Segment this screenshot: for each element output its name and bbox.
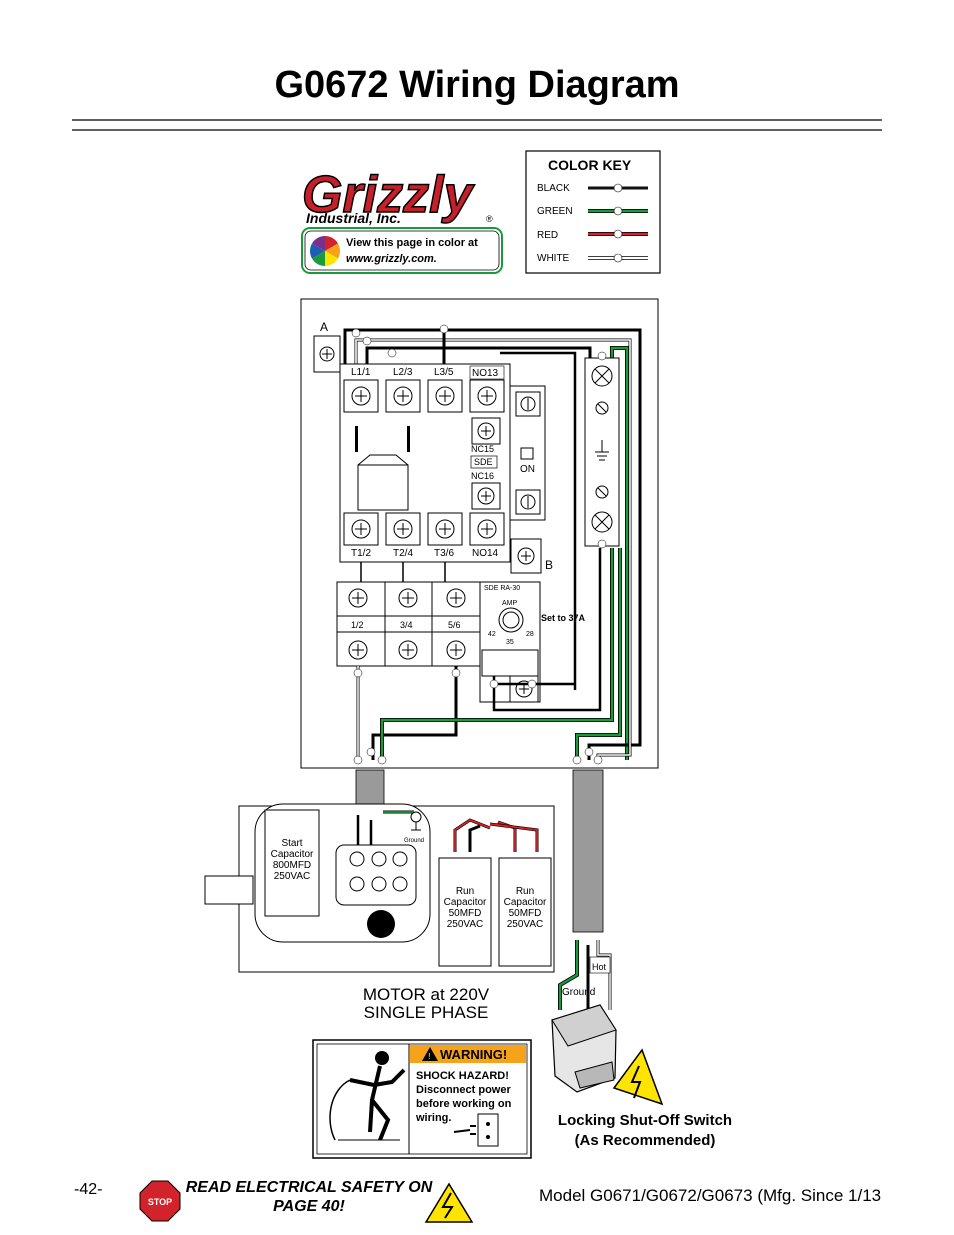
run-cap1-2: Capacitor xyxy=(444,897,487,908)
switch-hot: Hot xyxy=(592,962,607,972)
contactor-sde: SDE xyxy=(474,457,493,467)
motor-caption-2: SINGLE PHASE xyxy=(364,1003,489,1022)
run-cap2-2: Capacitor xyxy=(504,897,547,908)
dial-35: 35 xyxy=(506,639,514,646)
switch-on-label: ON xyxy=(520,464,535,475)
motor-caption-1: MOTOR at 220V xyxy=(363,985,490,1004)
label-a: A xyxy=(320,320,328,334)
stop-sign-text: STOP xyxy=(148,1197,172,1207)
overload-amp: AMP xyxy=(502,600,518,607)
contactor-label-l1: L1/1 xyxy=(351,367,371,378)
contactor-bottom-screws xyxy=(343,512,505,546)
overload-label-3: 5/6 xyxy=(448,620,461,630)
contactor-label-l2: L2/3 xyxy=(393,367,413,378)
grizzly-logo: Grizzly Industrial, Inc. ® View this pag… xyxy=(301,165,503,274)
wire-black-no13 xyxy=(500,351,577,690)
plug-outlet-icon xyxy=(453,1113,499,1147)
start-cap-3: 800MFD xyxy=(273,860,311,871)
switch-ground: Ground xyxy=(562,987,595,998)
logo-company: Industrial, Inc. xyxy=(306,210,401,226)
high-voltage-icon xyxy=(612,1048,664,1106)
dial-28: 28 xyxy=(526,631,534,638)
page-number: -42- xyxy=(74,1181,103,1198)
contactor-label-no13: NO13 xyxy=(472,368,499,379)
contactor-label-t1: T1/2 xyxy=(351,548,371,559)
logo-registered: ® xyxy=(486,214,493,224)
svg-text:!: ! xyxy=(428,1052,431,1061)
warning-label: ! WARNING! SHOCK HAZARD! Disconnect powe… xyxy=(312,1039,532,1159)
warning-line3: before working on xyxy=(416,1098,512,1110)
logo-brand: Grizzly xyxy=(302,166,476,224)
stop-sign-icon: STOP xyxy=(139,1180,181,1222)
contactor-label-t2: T2/4 xyxy=(393,548,413,559)
color-key-label-red: RED xyxy=(537,230,558,241)
start-cap-2: Capacitor xyxy=(271,849,314,860)
motor-ground: Ground xyxy=(404,838,424,844)
color-key-title: COLOR KEY xyxy=(548,157,632,173)
view-color-box xyxy=(301,227,503,274)
contactor-nc16: NC16 xyxy=(471,471,494,481)
wire-black-motor xyxy=(371,666,458,760)
color-key: COLOR KEY BLACK GREEN RED WHITE xyxy=(525,150,661,274)
view-color-line2: www.grizzly.com. xyxy=(346,253,437,265)
footer-high-voltage-icon xyxy=(424,1182,474,1223)
switch-caption-1: Locking Shut-Off Switch xyxy=(558,1112,732,1129)
color-key-label-white: WHITE xyxy=(537,253,570,264)
switch-cable xyxy=(572,769,604,933)
contactor-top-screws xyxy=(343,379,505,413)
contactor-label-t3: T3/6 xyxy=(434,548,454,559)
overload-label-2: 3/4 xyxy=(400,620,413,630)
run-cap2-1: Run xyxy=(516,886,534,897)
start-cap-4: 250VAC xyxy=(274,871,311,882)
color-wheel-icon xyxy=(309,236,341,266)
contactor-nc15: NC15 xyxy=(471,444,494,454)
run-cap2-4: 250VAC xyxy=(507,919,544,930)
wire-green-motor xyxy=(380,548,614,760)
overload-model: SDE RA-30 xyxy=(484,585,520,592)
label-b: B xyxy=(545,558,553,572)
safety-reminder: READ ELECTRICAL SAFETY ON PAGE 40! xyxy=(185,1179,433,1215)
wire-white-top xyxy=(355,339,631,550)
run-cap1-1: Run xyxy=(456,886,474,897)
motor-cable xyxy=(355,769,385,808)
wire-green-ground xyxy=(610,346,629,760)
set-to: Set to 37A xyxy=(541,613,586,623)
shock-figure-icon xyxy=(329,1051,406,1141)
color-key-label-green: GREEN xyxy=(537,206,573,217)
contactor-label-no14: NO14 xyxy=(472,548,499,559)
dial-42: 42 xyxy=(488,631,496,638)
shut-off-switch: Hot Ground Locking Shut-Off Switch (As R… xyxy=(551,940,732,1149)
run-cap1-3: 50MFD xyxy=(449,908,482,919)
warning-line1: SHOCK HAZARD! xyxy=(416,1070,509,1082)
control-box: A L1/1 L2/3 L3/5 NO13 NC15 SDE NC16 xyxy=(300,298,659,769)
overload-label-1: 1/2 xyxy=(351,620,364,630)
model-text: Model G0671/G0672/G0673 (Mfg. Since 1/13 xyxy=(539,1186,882,1205)
view-color-line1: View this page in color at xyxy=(346,237,478,249)
switch-caption-2: (As Recommended) xyxy=(575,1132,716,1149)
warning-line4: wiring. xyxy=(415,1112,451,1124)
run-cap2-3: 50MFD xyxy=(509,908,542,919)
page-title: G0672 Wiring Diagram xyxy=(274,64,680,106)
warning-line2: Disconnect power xyxy=(416,1084,511,1096)
contactor-label-l3: L3/5 xyxy=(434,367,454,378)
color-key-label-black: BLACK xyxy=(537,183,570,194)
run-cap1-4: 250VAC xyxy=(447,919,484,930)
motor: Start Capacitor 800MFD 250VAC Ground Run… xyxy=(204,803,555,1022)
start-cap-1: Start xyxy=(281,838,302,849)
warning-header: WARNING! xyxy=(440,1047,507,1062)
wire-black-top xyxy=(343,328,642,540)
